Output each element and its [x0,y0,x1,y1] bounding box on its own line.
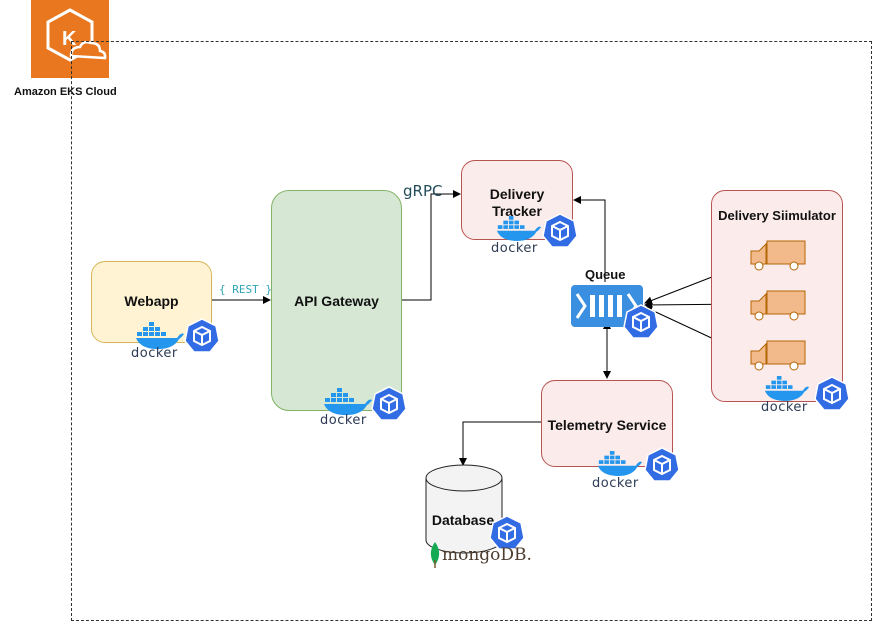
api-gateway-node[interactable]: API Gateway [271,190,402,411]
docker-whale-icon [764,374,810,407]
delivery-tracker-label-1: Delivery [489,186,545,202]
rest-label: { REST } [219,283,272,296]
mongodb-wordmark: mongoDB. [442,545,532,565]
webapp-label: Webapp [124,293,179,309]
kubernetes-icon [489,515,525,556]
database-label: Database [431,512,495,528]
delivery-simulator-node[interactable]: Delivery Siimulator [711,190,843,402]
kubernetes-icon [542,213,578,254]
docker-whale-icon [597,449,643,482]
kubernetes-icon [184,318,220,359]
delivery-simulator-label: Delivery Siimulator [718,208,836,223]
kubernetes-icon [644,447,680,488]
eks-logo-icon: K [31,0,109,78]
truck-icon [749,240,807,277]
delivery-tracker-label-2: Tracker [492,203,542,219]
kubernetes-icon [814,376,850,417]
docker-whale-icon [323,386,373,421]
docker-wordmark: docker [491,241,538,256]
database-cylinder[interactable] [425,464,505,556]
docker-wordmark: docker [131,346,178,361]
truck-icon [749,340,807,377]
svg-text:K: K [62,28,77,50]
grpc-label: gRPC [403,182,442,201]
kubernetes-icon [371,386,407,427]
docker-wordmark: docker [761,400,808,415]
docker-whale-icon [496,214,542,247]
mongodb-leaf-icon [429,542,441,573]
docker-wordmark: docker [320,413,367,428]
cloud-label: Amazon EKS Cloud [14,86,117,98]
grpc-text: gRPC [403,182,443,200]
telemetry-service-node[interactable]: Telemetry Service [541,380,673,467]
edge-telemetry-to-db [459,421,542,466]
queue-label: Queue [585,267,626,282]
edge-queue-to-tracker [573,196,606,282]
kubernetes-icon [623,304,659,345]
truck-icon [749,290,807,327]
docker-whale-icon [135,320,185,355]
docker-wordmark: docker [592,476,639,491]
api-gateway-label: API Gateway [294,293,379,309]
telemetry-service-label: Telemetry Service [547,417,667,433]
edge-gateway-to-tracker [401,190,461,301]
